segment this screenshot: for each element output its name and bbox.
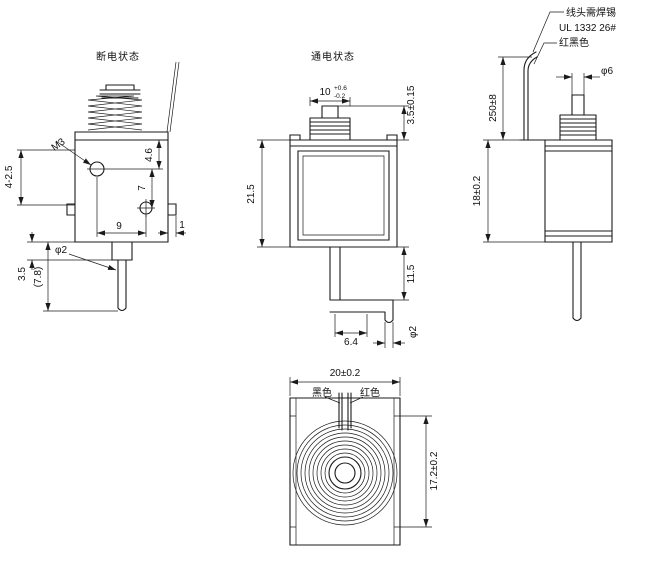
center-plunger-shaft: [329, 246, 341, 301]
center-l-foot: [329, 299, 394, 324]
right-lead-wire: [519, 51, 546, 141]
center-plunger-stem: [321, 105, 339, 119]
bottom-body: [289, 397, 401, 546]
bottom-coil-spiral: [292, 420, 398, 526]
left-thread-label: M3: [50, 136, 68, 153]
bottom-label-red-leader: [349, 396, 364, 404]
left-dim-9-text: 9: [116, 221, 122, 232]
center-dim-travel-text: 11.5: [406, 264, 417, 283]
center-dim-stroke-tol-dn: -0.2: [334, 93, 346, 100]
center-coil-window-outer: [297, 150, 390, 241]
right-dim-body-ext: [483, 139, 545, 243]
center-coil-window-inner: [302, 155, 385, 236]
center-dim-head-text: 3.5±0.15: [406, 85, 417, 124]
left-view-deenergized: 断电状态 M3 4-2.5 4.6 7: [4, 50, 186, 312]
center-plunger-washers: [309, 117, 351, 141]
right-plunger-washers: [559, 114, 597, 141]
left-boss: [111, 241, 133, 261]
bottom-dim-height-text: 17.2±0.2: [429, 451, 440, 490]
left-dim-35-text: 3.5: [17, 267, 28, 281]
bottom-dim-width-text: 20±0.2: [330, 368, 361, 379]
left-lead-wire: [166, 61, 180, 133]
left-dim-1-text: 1: [179, 220, 185, 231]
right-body: [544, 139, 613, 243]
right-note-color: 红黑色: [559, 36, 589, 49]
left-dim-78-text: (7.8): [33, 267, 44, 288]
center-dim-height-text: 21.5: [246, 184, 257, 204]
right-dim-wire-text: 250±8: [488, 94, 499, 122]
left-dim-35-ext: [27, 241, 112, 261]
bottom-wires: [338, 392, 352, 431]
center-dim-stroke-text: 10: [319, 87, 331, 98]
center-dim-pin-ext: [384, 322, 394, 348]
right-dim-head-dia-ext: [571, 73, 585, 95]
bottom-dim-width-ext: [289, 377, 401, 396]
bottom-label-black: 黑色: [312, 386, 332, 399]
bottom-label-black-leader: [324, 396, 341, 404]
bottom-core-hole: [334, 462, 356, 484]
center-dim-offset-text: 6.4: [344, 337, 358, 348]
left-plunger-cap: [99, 84, 141, 99]
right-note-leader-color: [533, 42, 557, 65]
bottom-dim-height-ext: [400, 415, 432, 528]
right-plunger-stem: [571, 94, 585, 116]
right-dim-body-text: 18±0.2: [472, 175, 483, 206]
center-view-title: 通电状态: [311, 50, 355, 63]
left-dim-pin-leader: [68, 253, 117, 271]
bottom-view-coil: 20±0.2 黑色 红色 17.2±0.2: [289, 368, 440, 546]
center-dim-head-ext: [338, 105, 409, 141]
left-view-title: 断电状态: [96, 50, 140, 63]
center-body-tabs: [289, 134, 398, 141]
left-dim-7-text: 7: [137, 185, 148, 191]
right-pin: [572, 241, 582, 322]
left-dim-pin-text: φ2: [55, 245, 67, 256]
left-thread-leader: [55, 140, 92, 166]
center-dim-pin-text: φ2: [408, 326, 419, 338]
left-dim-holes-ext: [17, 149, 75, 206]
center-view-energized: 通电状态 10 +0.6 -0.2 21.5 3.5±0.15 11.5: [246, 50, 419, 348]
left-mounting-ears: [66, 203, 177, 216]
right-note-leader-solder: [532, 11, 564, 53]
bottom-body-inner-walls: [290, 398, 400, 545]
bottom-label-red: 红色: [360, 386, 380, 399]
right-note-wire-spec: UL 1332 26#: [559, 23, 616, 34]
bottom-core-outer: [328, 456, 362, 490]
right-view-side: 线头需焊锡 UL 1332 26# 红黑色 φ6 250±8 18±0.2: [472, 6, 616, 322]
right-note-solder: 线头需焊锡: [566, 6, 616, 19]
left-pin: [117, 259, 127, 312]
left-dim-46-text: 4.6: [144, 148, 155, 162]
left-dim-holes-text: 4-2.5: [4, 165, 15, 188]
center-dim-offset-ext: [334, 314, 368, 337]
center-dim-stroke-tol-up: +0.6: [334, 85, 347, 92]
right-dim-head-dia-text: φ6: [601, 66, 613, 77]
left-spring: [87, 95, 143, 131]
